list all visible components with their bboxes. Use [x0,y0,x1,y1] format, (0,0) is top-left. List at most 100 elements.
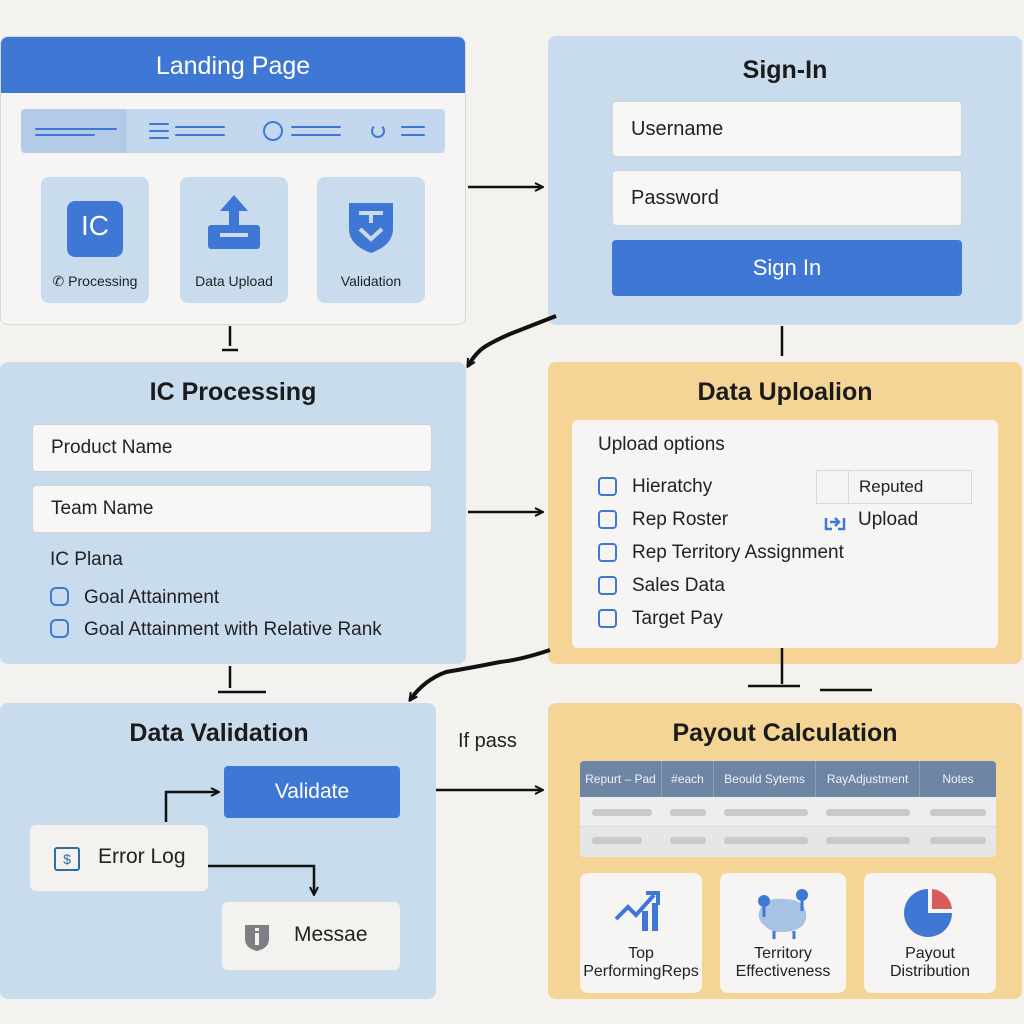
menu-lines-icon [35,128,117,130]
dollar-log-icon: $ [54,847,80,871]
arrow-signin-to-ic [466,314,557,366]
tile-processing-text: Processing [68,273,138,289]
shield-check-icon [349,203,393,253]
nav-tab-1[interactable] [21,109,127,153]
checkbox-rep-roster[interactable] [598,510,617,529]
cell-bar [930,837,986,844]
checkbox-sales-data[interactable] [598,576,617,595]
tab-text-line [175,126,225,128]
tile-validation[interactable]: Validation [317,177,425,303]
col-header-1: Repurt – Pad [580,761,662,797]
option-goal-attainment-rank: Goal Attainment with Relative Rank [84,619,382,640]
upload-options-label: Upload options [598,434,725,455]
data-upload-panel: Data Uploalion Upload options Hieratchy … [548,362,1022,664]
option-goal-attainment: Goal Attainment [84,587,220,608]
payout-distribution-card[interactable]: Payout Distribution [864,873,996,993]
landing-page-title: Landing Page [155,52,311,80]
landing-nav-bar [21,109,445,153]
tab-text-line [291,126,341,128]
cell-bar [826,809,910,816]
sign-in-title: Sign-In [742,56,828,84]
ic-badge-icon: IC [67,201,123,257]
message-box[interactable]: Messae [222,902,400,970]
list-line [149,137,169,139]
payout-calculation-panel: Payout Calculation Repurt – Pad #each Be… [548,703,1022,999]
nav-tab-3[interactable] [251,109,351,153]
ic-processing-title: IC Processing [149,378,317,406]
territory-effectiveness-line1: Territory [754,945,812,962]
top-performing-reps-line2: PerformingReps [583,963,699,980]
checkbox-goal-attainment[interactable] [50,587,69,606]
table-row [580,797,996,827]
tile-processing-label: ✆ Processing [41,273,149,290]
pie-chart-icon [904,889,952,937]
info-shield-icon [245,925,269,951]
username-field[interactable]: Username [612,101,962,157]
tab-text-line [291,134,341,136]
cell-bar [826,837,910,844]
reputed-header-cell [817,471,849,503]
option-sales-data: Sales Data [632,575,725,596]
data-upload-title: Data Uploalion [697,378,873,406]
trend-chart-icon [614,891,660,931]
option-target-pay: Target Pay [632,608,723,629]
if-pass-label: If pass [458,730,517,752]
error-log-box[interactable]: $ Error Log [30,825,208,891]
cell-bar [724,809,808,816]
upload-button[interactable]: Upload [858,509,919,530]
arrow-landing-down [222,326,238,352]
payout-table: Repurt – Pad #each Beould Sytems RayAdju… [580,761,996,857]
checkbox-target-pay[interactable] [598,609,617,628]
message-label: Messae [294,923,368,946]
table-row [580,827,996,857]
cell-bar [592,809,652,816]
upload-options-card: Upload options Hieratchy Rep Roster Rep … [572,420,998,648]
sign-in-button[interactable]: Sign In [612,240,962,296]
checkbox-rep-territory[interactable] [598,543,617,562]
payout-distribution-line1: Payout [905,945,955,962]
option-rep-territory: Rep Territory Assignment [632,542,844,563]
team-name-field[interactable]: Team Name [32,485,432,533]
circle-icon [263,121,283,141]
list-icon [149,123,169,125]
data-validation-panel: Data Validation Validate $ Error Log Mes… [0,703,436,999]
reputed-header-box: Reputed [816,470,972,504]
nav-tab-2[interactable] [137,109,237,153]
tile-processing[interactable]: IC ✆ Processing [41,177,149,303]
tile-data-upload[interactable]: Data Upload [180,177,288,303]
validate-button[interactable]: Validate [224,766,400,818]
ic-processing-panel: IC Processing Product Name Team Name IC … [0,362,466,664]
option-rep-roster: Rep Roster [632,509,729,530]
tile-data-upload-label: Data Upload [195,273,273,289]
data-validation-title: Data Validation [129,719,309,747]
col-header-2: #each [662,761,714,797]
nav-tab-4[interactable] [361,109,445,153]
map-pin-icon [758,889,808,939]
top-performing-reps-card[interactable]: Top PerformingReps [580,873,702,993]
checkbox-goal-attainment-rank[interactable] [50,619,69,638]
cell-bar [930,809,986,816]
cell-bar [670,809,706,816]
checkbox-hierarchy[interactable] [598,477,617,496]
option-hierarchy: Hieratchy [632,476,713,497]
landing-page-header: Landing Page [1,37,465,93]
payout-distribution-line2: Distribution [889,963,971,980]
arrow-ic-down [218,666,266,694]
col-header-3: Beould Sytems [714,761,816,797]
phone-icon: ✆ [52,273,69,289]
product-name-field[interactable]: Product Name [32,424,432,472]
payout-calculation-title: Payout Calculation [672,719,898,747]
menu-line [35,134,95,136]
cell-bar [592,837,642,844]
tab-text-line [401,126,425,128]
col-header-5: Notes [920,761,996,797]
territory-effectiveness-line2: Effectiveness [735,963,831,980]
loading-icon [371,124,385,138]
tab-text-line [401,134,425,136]
upload-tray-icon [208,195,260,249]
cell-bar [670,837,706,844]
password-field[interactable]: Password [612,170,962,226]
tile-validation-label: Validation [340,273,402,289]
col-header-4: RayAdjustment [816,761,920,797]
territory-effectiveness-card[interactable]: Territory Effectiveness [720,873,846,993]
